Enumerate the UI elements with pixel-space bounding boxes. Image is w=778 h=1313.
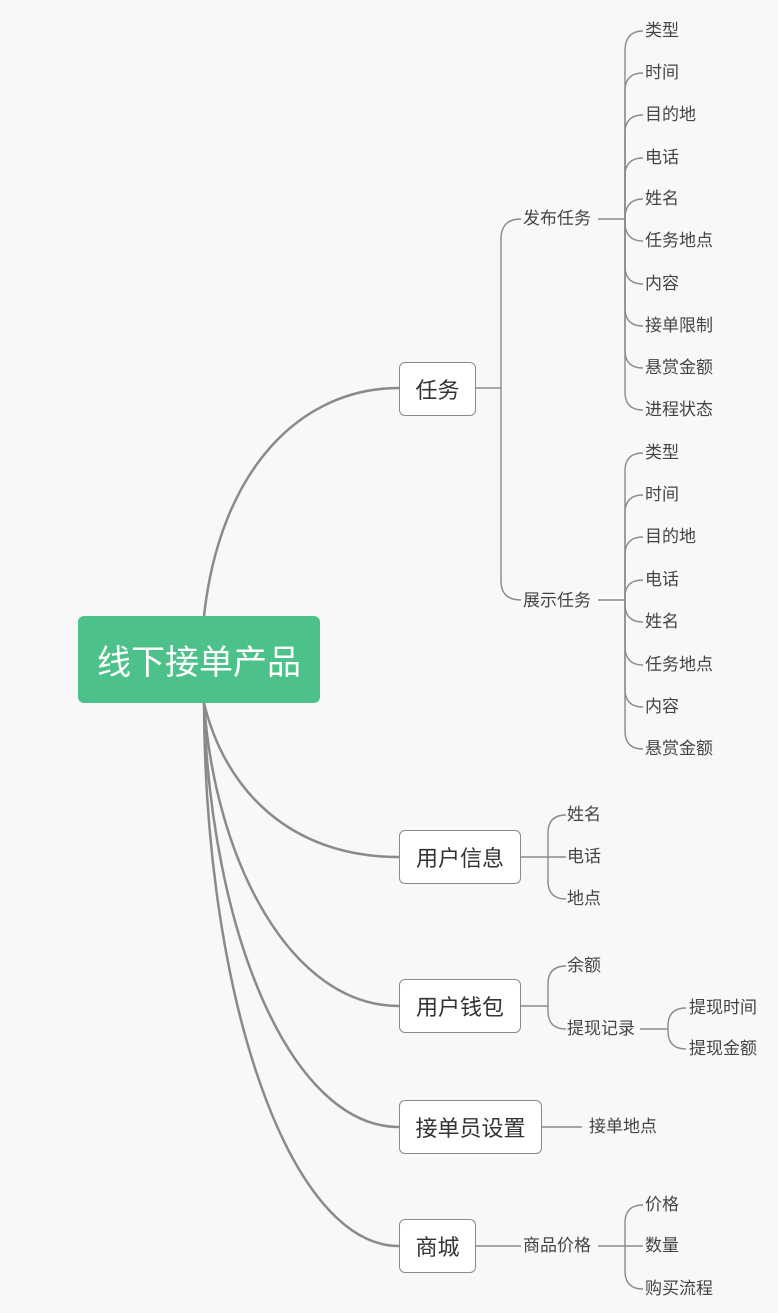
display-item[interactable]: 目的地 bbox=[645, 527, 696, 547]
mall-price-item[interactable]: 价格 bbox=[645, 1195, 679, 1215]
topic-task[interactable]: 任务 bbox=[399, 362, 476, 416]
topic-taker-settings[interactable]: 接单员设置 bbox=[399, 1100, 542, 1154]
publish-item[interactable]: 类型 bbox=[645, 21, 679, 41]
publish-item[interactable]: 时间 bbox=[645, 63, 679, 83]
display-item[interactable]: 内容 bbox=[645, 697, 679, 717]
display-item[interactable]: 悬赏金额 bbox=[645, 739, 713, 759]
publish-item[interactable]: 接单限制 bbox=[645, 316, 713, 336]
display-item[interactable]: 任务地点 bbox=[645, 655, 713, 675]
user-info-item[interactable]: 电话 bbox=[567, 847, 601, 867]
publish-item[interactable]: 姓名 bbox=[645, 189, 679, 209]
connector-root-mall bbox=[202, 702, 400, 1248]
connector-root-wallet bbox=[202, 702, 400, 1008]
mall-price-item[interactable]: 数量 bbox=[645, 1236, 679, 1256]
publish-item[interactable]: 任务地点 bbox=[645, 231, 713, 251]
withdraw-item[interactable]: 提现时间 bbox=[689, 998, 757, 1018]
user-info-item[interactable]: 姓名 bbox=[567, 805, 601, 825]
wallet-withdraw-records[interactable]: 提现记录 bbox=[567, 1019, 635, 1039]
withdraw-item[interactable]: 提现金额 bbox=[689, 1039, 757, 1059]
mall-price-item[interactable]: 购买流程 bbox=[645, 1279, 713, 1299]
display-item[interactable]: 类型 bbox=[645, 443, 679, 463]
topic-mall[interactable]: 商城 bbox=[399, 1219, 476, 1273]
display-item[interactable]: 姓名 bbox=[645, 612, 679, 632]
user-info-item[interactable]: 地点 bbox=[567, 889, 601, 909]
taker-settings-item[interactable]: 接单地点 bbox=[589, 1117, 657, 1137]
display-item[interactable]: 电话 bbox=[645, 570, 679, 590]
connector-root-user-info bbox=[202, 702, 400, 859]
publish-item[interactable]: 内容 bbox=[645, 274, 679, 294]
display-item[interactable]: 时间 bbox=[645, 485, 679, 505]
publish-item[interactable]: 进程状态 bbox=[645, 400, 713, 420]
mall-product-price[interactable]: 商品价格 bbox=[523, 1236, 591, 1256]
connector-root-task bbox=[202, 386, 400, 617]
subtopic-publish-task[interactable]: 发布任务 bbox=[523, 209, 591, 229]
topic-user-info[interactable]: 用户信息 bbox=[399, 830, 521, 884]
subtopic-display-task[interactable]: 展示任务 bbox=[523, 591, 591, 611]
publish-item[interactable]: 电话 bbox=[645, 148, 679, 168]
root-topic[interactable]: 线下接单产品 bbox=[78, 616, 320, 703]
wallet-balance[interactable]: 余额 bbox=[567, 956, 601, 976]
publish-item[interactable]: 悬赏金额 bbox=[645, 358, 713, 378]
topic-user-wallet[interactable]: 用户钱包 bbox=[399, 979, 521, 1033]
connector-root-taker-settings bbox=[202, 702, 400, 1129]
publish-item[interactable]: 目的地 bbox=[645, 105, 696, 125]
